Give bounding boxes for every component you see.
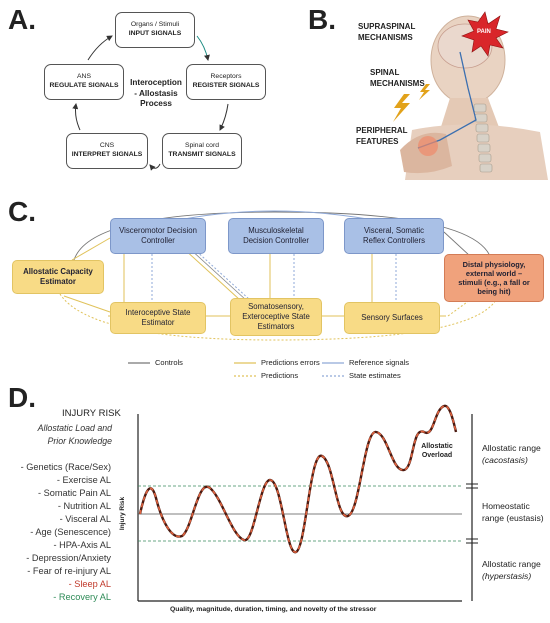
legend-state-estimates-text: State estimates xyxy=(349,371,401,380)
factor-item: - Recovery AL xyxy=(4,591,111,604)
visceral-reflex-controllers-box: Visceral, Somatic Reflex Controllers xyxy=(344,218,444,254)
spinal-label: SPINAL MECHANISMS xyxy=(370,68,425,88)
injury-risk-title: INJURY RISK xyxy=(62,408,121,419)
panel-c-letter: C. xyxy=(8,196,36,227)
injury-risk-subtitle: Allostatic Load and Prior Knowledge xyxy=(37,423,112,446)
factor-item: - HPA-Axis AL xyxy=(4,539,111,552)
reflex-to-distal xyxy=(443,231,471,257)
arrow-bottom-left-to-left xyxy=(72,103,81,131)
factor-text: - Exercise AL xyxy=(56,475,111,486)
legend-prediction-errors-text: Predictions errors xyxy=(261,358,320,367)
legend-controls-text: Controls xyxy=(155,358,183,367)
x-axis-label: Quality, magnitude, duration, timing, an… xyxy=(170,606,377,613)
cacostasis-range-line2: (cacostasis) xyxy=(482,455,528,466)
factor-item: - Nutrition AL xyxy=(4,500,111,513)
musculoskeletal-controller-box: Musculoskeletal Decision Controller xyxy=(228,218,324,254)
spine-shape xyxy=(473,103,493,173)
visceromotor-controller-box: Visceromotor Decision Controller xyxy=(110,218,206,254)
distal-physiology-box: Distal physiology, external world – stim… xyxy=(444,254,544,302)
eustasis-range-line1: Homeostatic xyxy=(482,501,530,511)
factor-text: - Somatic Pain AL xyxy=(37,488,111,499)
factor-list: - Genetics (Race/Sex) - Exercise AL - So… xyxy=(4,461,111,605)
panel-d-letter: D. xyxy=(8,382,36,413)
eustasis-range-label: Homeostatic range (eustasis) xyxy=(482,500,544,525)
register-signals-label: REGISTER SIGNALS xyxy=(192,82,260,90)
input-signals-label: INPUT SIGNALS xyxy=(128,30,182,38)
factor-text: - Genetics (Race/Sex) xyxy=(20,462,111,472)
interoceptive-state-estimator-box: Interoceptive State Estimator xyxy=(110,302,206,334)
factor-item: - Age (Senescence) xyxy=(4,526,111,539)
injury-risk-curve xyxy=(139,405,457,553)
register-signals-box: Receptors REGISTER SIGNALS xyxy=(186,64,266,100)
arrow-bottom-right-to-bottom-left xyxy=(149,163,161,171)
sensory-surfaces-box: Sensory Surfaces xyxy=(344,302,440,334)
interpret-signals-title: CNS xyxy=(99,142,115,149)
factor-text: - HPA-Axis AL xyxy=(53,540,111,551)
legend-predictions-text: Predictions xyxy=(261,371,299,380)
lightning-bolt-icon xyxy=(393,94,410,122)
arrow-top-to-right xyxy=(196,35,210,61)
input-signals-title: Organs / Stimuli xyxy=(130,21,180,28)
lightning-bolt-icon-small xyxy=(419,84,430,100)
pain-burst-icon xyxy=(461,11,509,57)
capacity-to-vm xyxy=(71,237,111,261)
controls-arc-top xyxy=(73,211,491,261)
transmit-signals-box: Spinal cord TRANSMIT SIGNALS xyxy=(162,133,242,169)
interpret-signals-box: CNS INTERPRET SIGNALS xyxy=(66,133,148,169)
cacostasis-range-label: Allostatic range (cacostasis) xyxy=(482,442,541,467)
factor-text: - Visceral AL xyxy=(59,514,111,525)
regulate-signals-box: ANS REGULATE SIGNALS xyxy=(44,64,124,100)
legend-reference-text: Reference signals xyxy=(349,358,410,367)
factor-text: - Fear of re-injury AL xyxy=(27,566,111,577)
hyperstasis-range-line2: (hyperstasis) xyxy=(482,571,532,582)
sensory-to-distal xyxy=(447,299,471,317)
factor-text: - Recovery AL xyxy=(53,592,111,603)
register-signals-title: Receptors xyxy=(210,73,242,80)
interpret-signals-label: INTERPRET SIGNALS xyxy=(71,151,143,159)
arrow-right-to-bottom-right xyxy=(219,103,229,131)
cacostasis-range-line1: Allostatic range xyxy=(482,443,541,453)
y-axis-label: Injury Risk xyxy=(119,496,127,531)
panel-b-letter: B. xyxy=(308,4,336,35)
capacity-to-interoceptive xyxy=(63,295,111,313)
somatosensory-estimators-box: Somatosensory, Exteroceptive State Estim… xyxy=(230,298,322,336)
factor-text: - Nutrition AL xyxy=(57,501,111,512)
factor-text: - Depression/Anxiety xyxy=(26,553,111,564)
transmit-signals-label: TRANSMIT SIGNALS xyxy=(168,151,236,159)
factor-text: - Age (Senescence) xyxy=(30,527,111,538)
input-signals-box: Organs / Stimuli INPUT SIGNALS xyxy=(115,12,195,48)
allostatic-capacity-estimator-box: Allostatic Capacity Estimator xyxy=(12,260,104,294)
supraspinal-label: SUPRASPINAL MECHANISMS xyxy=(358,22,416,42)
pain-burst-label: PAIN xyxy=(477,29,491,35)
hyperstasis-range-line1: Allostatic range xyxy=(482,559,541,569)
interoception-center-title: Interoception - Allostasis Process xyxy=(130,78,182,109)
transmit-signals-title: Spinal cord xyxy=(184,142,219,149)
injury-risk-curve-shadow xyxy=(138,404,458,554)
factor-item: - Visceral AL xyxy=(4,513,111,526)
factor-item: - Exercise AL xyxy=(4,474,111,487)
factor-item: - Sleep AL xyxy=(4,578,111,591)
arrow-left-to-top xyxy=(87,35,113,61)
shoulder-pain-glow xyxy=(418,136,438,156)
regulate-signals-label: REGULATE SIGNALS xyxy=(49,82,119,90)
factor-item: - Somatic Pain AL xyxy=(4,487,111,500)
regulate-signals-title: ANS xyxy=(77,73,91,80)
hyperstasis-range-label: Allostatic range (hyperstasis) xyxy=(482,558,541,583)
eustasis-range-line2: range (eustasis) xyxy=(482,513,544,524)
vm-to-somato-diag-blue xyxy=(181,237,251,301)
factor-item: - Fear of re-injury AL xyxy=(4,565,111,578)
factor-text: - Sleep AL xyxy=(68,579,111,590)
factor-item: - Depression/Anxiety xyxy=(4,552,111,565)
panel-a-letter: A. xyxy=(8,4,36,35)
peripheral-label: PERIPHERAL FEATURES xyxy=(356,126,408,146)
factor-item: - Genetics (Race/Sex) xyxy=(4,461,111,474)
allostatic-overload-label: Allostatic Overload xyxy=(421,443,453,460)
predictions-arc-bottom xyxy=(59,293,497,341)
